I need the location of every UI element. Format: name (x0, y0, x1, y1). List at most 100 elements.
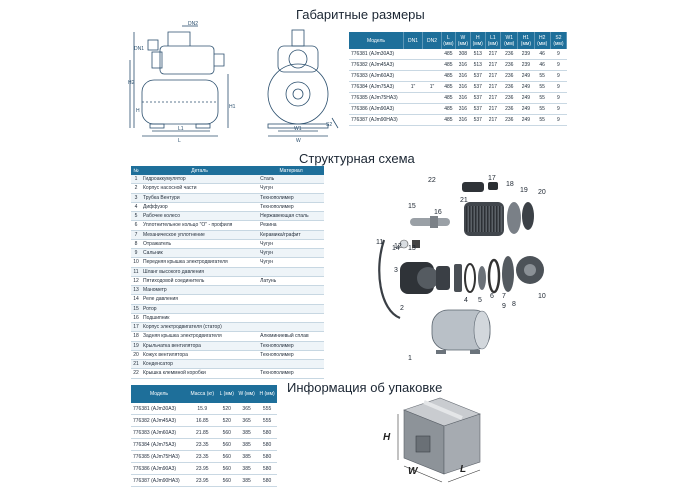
value-cell: 9 (550, 114, 567, 126)
part-material-cell: Чугун (258, 183, 324, 194)
part-number-cell: 13 (131, 285, 141, 296)
part-material-cell: Чугун (258, 248, 324, 259)
part-name-cell: Задняя крышка электродвигателя (141, 331, 259, 342)
pack-value-cell: 555 (257, 414, 277, 427)
pack-model-cell: 776382 (AJm45A3) (131, 414, 187, 427)
value-cell: 316 (455, 59, 471, 71)
pack-value-cell: 520 (217, 403, 236, 415)
col-number: № (131, 166, 141, 175)
label-dn1: DN1 (134, 46, 144, 52)
value-cell: 485 (441, 103, 456, 115)
motor-illustration (399, 182, 534, 249)
pack-value-cell: 560 (217, 426, 236, 439)
value-cell: 236 (500, 49, 518, 60)
dimensions-table-header: Модель DN1 DN2 L (мм) W (мм) H (мм) L1 (… (349, 32, 568, 49)
pack-value-cell: 520 (217, 414, 236, 427)
value-cell: 513 (470, 59, 485, 71)
value-cell: 236 (500, 114, 518, 126)
model-cell: 776383 (AJm60A3) (349, 70, 404, 82)
value-cell: 236 (500, 70, 518, 82)
part-material-cell (258, 267, 324, 277)
part-material-cell: Технополимер (258, 350, 324, 361)
part-material-cell: Латунь (258, 276, 324, 287)
part-name-cell: Корпус электродвигателя (статор) (141, 322, 259, 333)
value-cell: 55 (534, 92, 551, 104)
dn2-cell (422, 103, 442, 115)
callout-number: 19 (520, 187, 528, 194)
scheme-heading: Структурная схема (299, 151, 415, 166)
part-name-cell: Конденсатор (141, 359, 259, 370)
col-h1: H1 (мм) (517, 32, 535, 49)
dn2-cell (422, 59, 442, 71)
part-number-cell: 15 (131, 304, 141, 314)
col-l: L (мм) (441, 32, 456, 49)
col-dn1: DN1 (403, 32, 423, 49)
part-number-cell: 6 (131, 220, 141, 231)
pack-model-cell: 776384 (AJm75A3) (131, 438, 187, 451)
part-number-cell: 12 (131, 276, 141, 287)
part-name-cell: Ротор (141, 304, 259, 314)
callout-number: 16 (434, 209, 442, 216)
pack-value-cell: 21.85 (187, 426, 218, 439)
dn2-cell (422, 92, 442, 104)
tank-illustration (431, 309, 491, 354)
box-label-w: W (408, 466, 419, 477)
value-cell: 217 (485, 70, 501, 82)
callout-number: 8 (512, 301, 516, 308)
pack-value-cell: 560 (217, 450, 236, 463)
callout-number: 11 (376, 239, 383, 246)
dn1-cell (403, 49, 423, 60)
pack-value-cell: 23.95 (187, 462, 218, 475)
pack-model-cell: 776381 (AJm30A3) (131, 403, 187, 415)
value-cell: 236 (500, 103, 518, 115)
value-cell: 236 (500, 92, 518, 104)
pack-value-cell: 23.95 (187, 474, 218, 487)
packaging-table-header: Модель Масса (кг) L (мм) W (мм) H (мм) (131, 385, 277, 403)
callout-number: 20 (538, 189, 546, 196)
callout-number: 1 (408, 355, 412, 362)
pack-value-cell: 560 (217, 438, 236, 451)
part-number-cell: 14 (131, 294, 141, 305)
pack-model-cell: 776383 (AJm60A3) (131, 426, 187, 439)
value-cell: 485 (441, 59, 456, 71)
value-cell: 537 (470, 114, 485, 126)
dimensions-table: Модель DN1 DN2 L (мм) W (мм) H (мм) L1 (… (349, 32, 568, 126)
col-s2: S2 (мм) (550, 32, 568, 49)
model-cell: 776381 (AJm30A3) (349, 49, 404, 60)
part-name-cell: Передняя крышка электродвигателя (141, 257, 259, 268)
callout-number: 22 (428, 177, 436, 184)
callout-number: 5 (478, 297, 482, 304)
model-cell: 776386 (AJm90A3) (349, 103, 404, 115)
part-number-cell: 1 (131, 175, 141, 185)
value-cell: 485 (441, 49, 456, 60)
label-s2: S2 (326, 122, 332, 128)
part-name-cell: Корпус насосной части (141, 183, 259, 194)
part-name-cell: Крыльчатка вентилятора (141, 341, 259, 351)
label-w: W (296, 138, 301, 143)
front-tank-outline (267, 63, 329, 125)
col-h2: H2 (мм) (534, 32, 551, 49)
pack-value-cell: 555 (257, 403, 277, 415)
value-cell: 249 (517, 114, 535, 126)
part-name-cell: Крышка клеммной коробки (141, 368, 259, 379)
part-material-cell: Алюминиевый сплав (258, 331, 324, 342)
part-number-cell: 21 (131, 359, 141, 370)
part-number-cell: 22 (131, 368, 141, 379)
value-cell: 249 (517, 92, 535, 104)
col-material: Материал (258, 166, 324, 175)
value-cell: 9 (550, 70, 567, 82)
pack-value-cell: 580 (257, 438, 277, 451)
part-material-cell: Чугун (258, 257, 324, 268)
label-w1: W1 (294, 126, 302, 132)
